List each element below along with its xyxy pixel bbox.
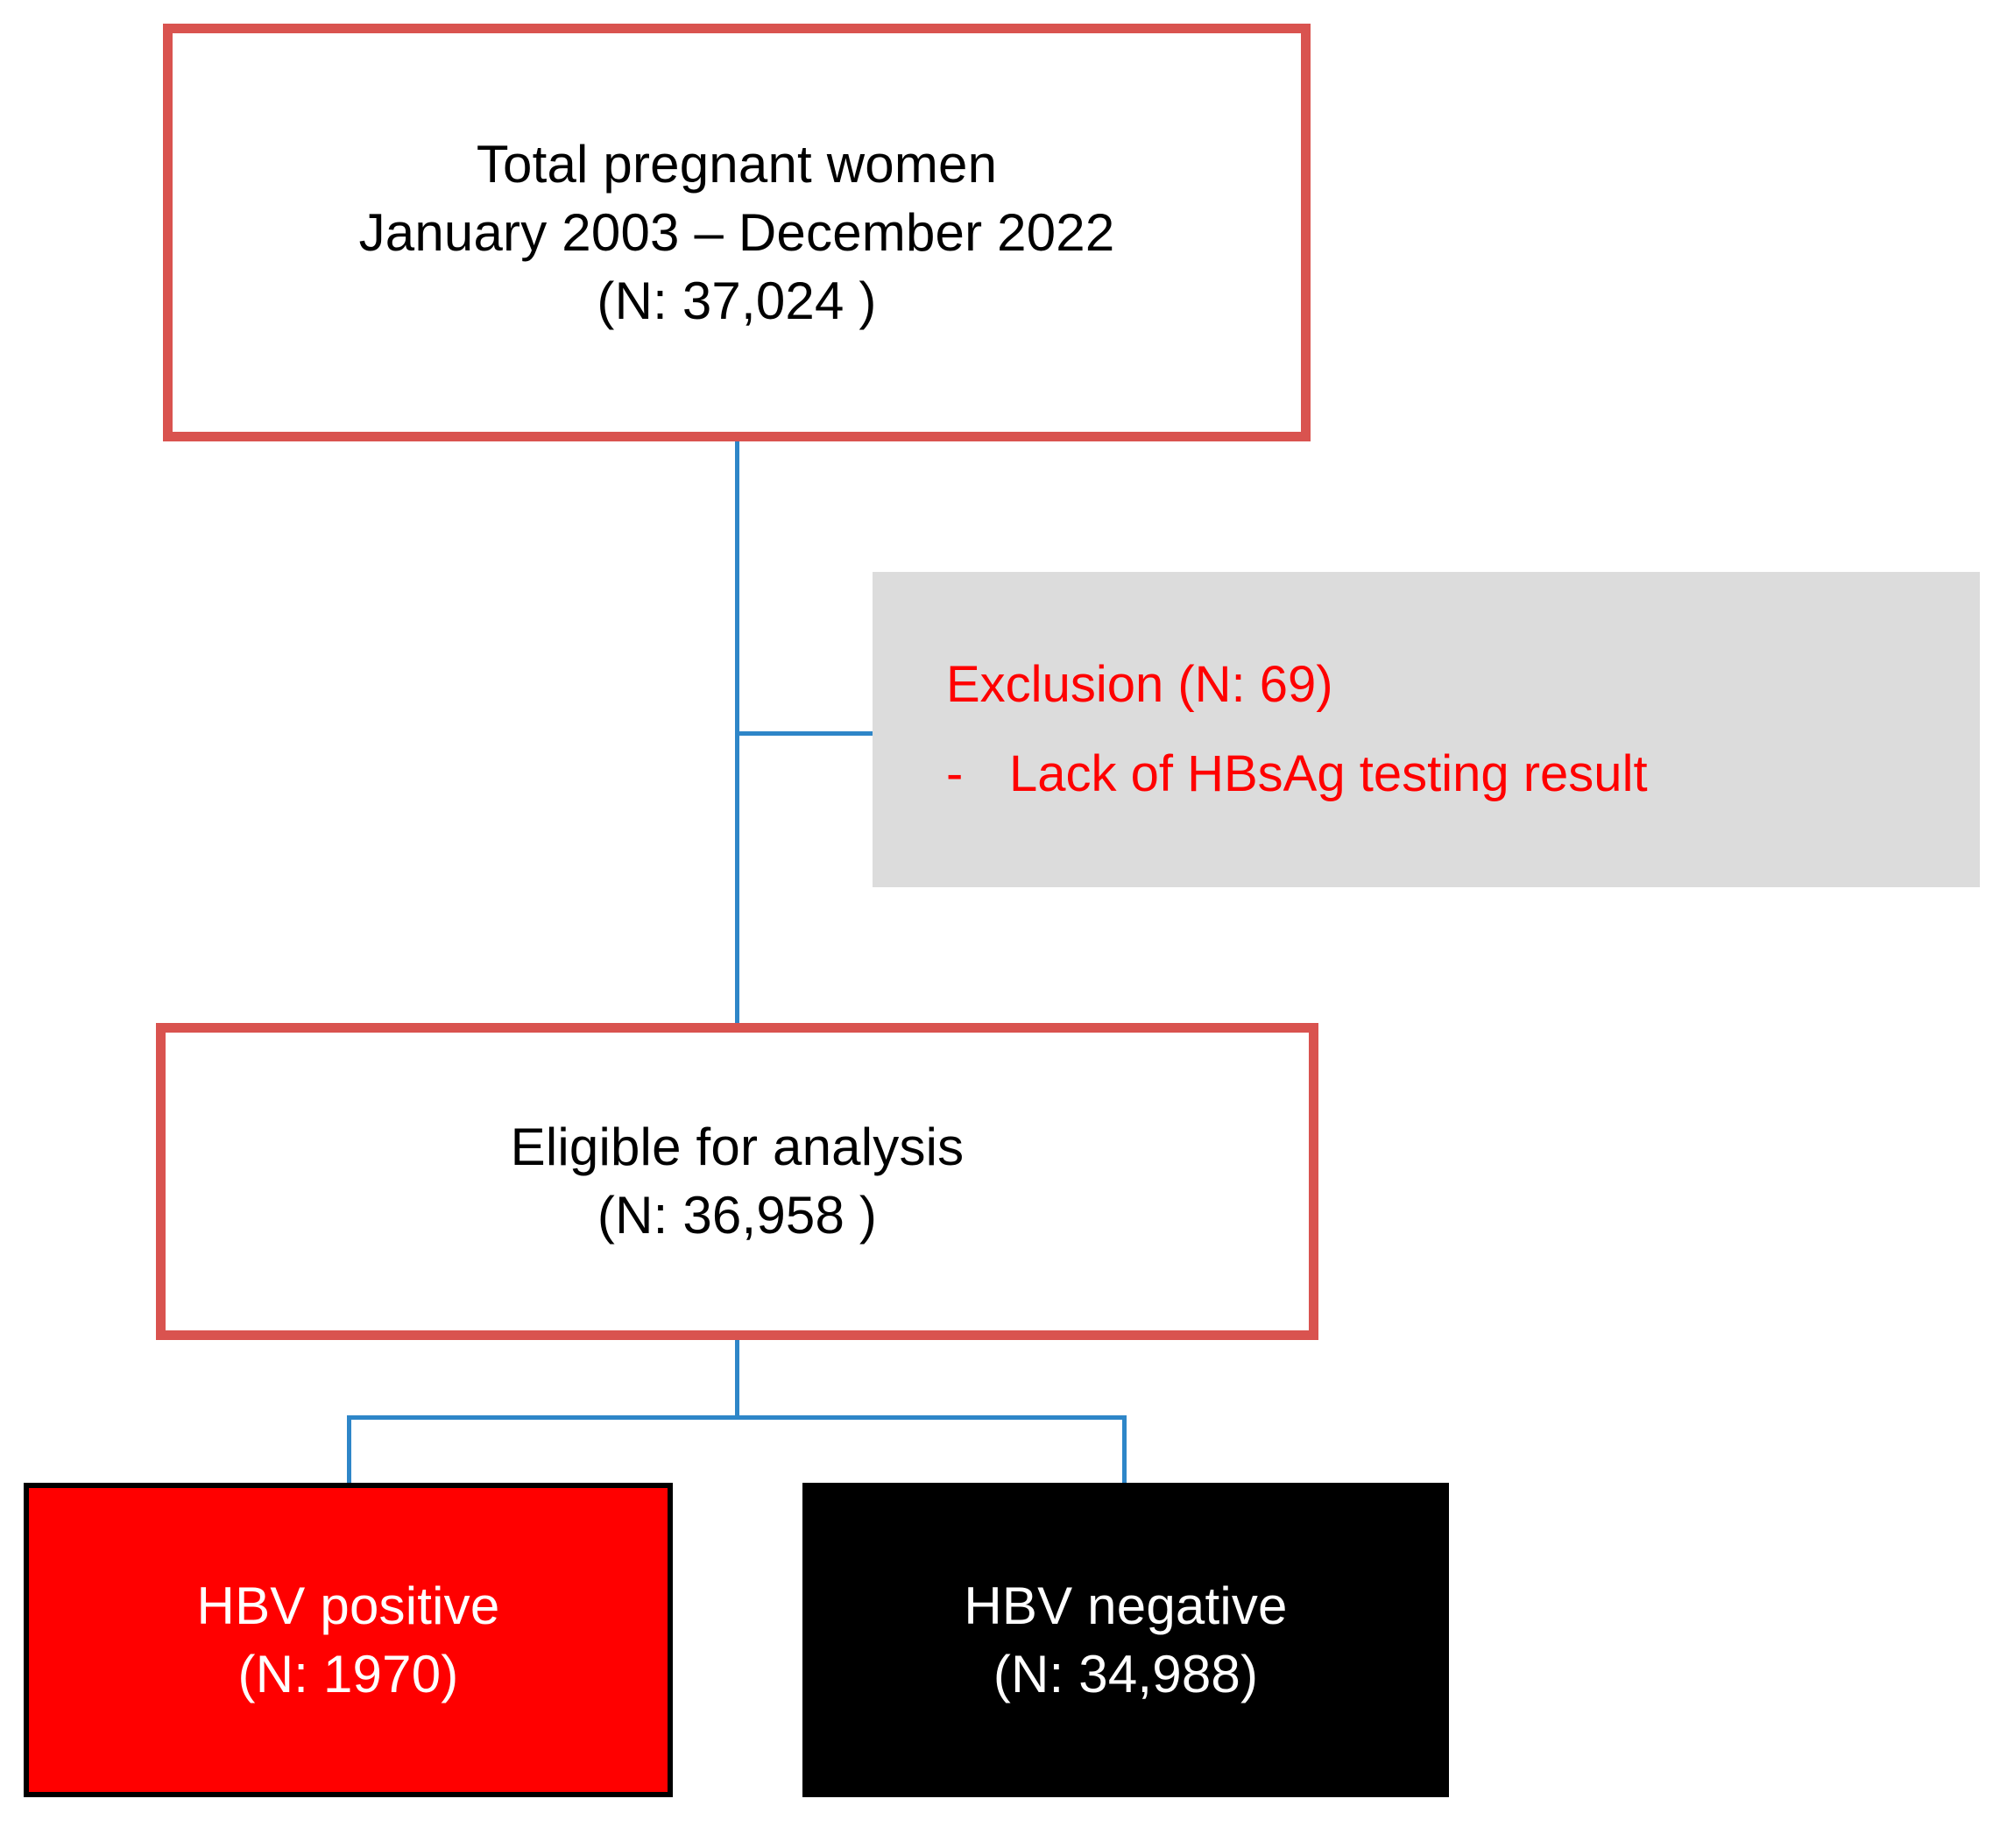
node-total-line-2: January 2003 – December 2022 (358, 202, 1115, 262)
exclusion-bullet-row: - Lack of HBsAg testing result (946, 749, 1648, 800)
node-hbv-positive-line-1: HBV positive (196, 1576, 500, 1635)
node-eligible-for-analysis: Eligible for analysis (N: 36,958 ) (156, 1023, 1318, 1340)
node-total-line-3: (N: 37,024 ) (597, 271, 877, 330)
connector-to-exclusion-box (735, 731, 875, 736)
exclusion-rows: Exclusion (N: 69) - Lack of HBsAg testin… (946, 659, 1648, 800)
node-total-line-1: Total pregnant women (476, 134, 998, 194)
exclusion-heading: Exclusion (N: 69) (946, 656, 1333, 713)
exclusion-bullet-text: Lack of HBsAg testing result (1009, 745, 1648, 802)
exclusion-bullet-marker: - (946, 745, 964, 802)
node-eligible-line-1: Eligible for analysis (510, 1118, 965, 1176)
connector-split-right-branch (1122, 1415, 1127, 1485)
node-hbv-positive: HBV positive (N: 1970) (24, 1483, 673, 1797)
node-hbv-negative: HBV negative (N: 34,988) (802, 1483, 1449, 1797)
node-eligible-line-2: (N: 36,958 ) (597, 1186, 878, 1245)
node-hbv-negative-line-2: (N: 34,988) (993, 1644, 1259, 1703)
connector-split-horizontal (347, 1415, 1127, 1420)
node-hbv-positive-line-2: (N: 1970) (237, 1644, 459, 1703)
node-total-pregnant-women: Total pregnant women January 2003 – Dece… (163, 24, 1311, 441)
connector-eligible-down (735, 1336, 739, 1419)
connector-split-left-branch (347, 1415, 351, 1485)
node-exclusion: Exclusion (N: 69) - Lack of HBsAg testin… (873, 572, 1980, 887)
node-hbv-negative-line-1: HBV negative (964, 1576, 1288, 1635)
